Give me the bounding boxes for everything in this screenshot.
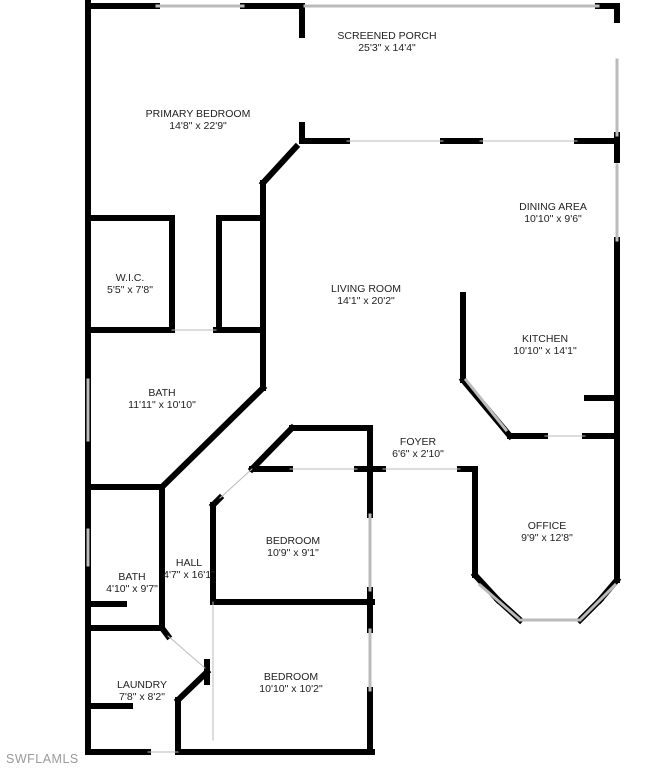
room-dimensions: 4'7" x 16'1" — [163, 569, 215, 581]
wall-segment — [157, 623, 173, 641]
room-name: BEDROOM — [263, 671, 319, 683]
wall-segment — [173, 667, 212, 705]
room-label-office: OFFICE 9'9" x 12'8" — [521, 520, 573, 544]
windows — [86, 4, 619, 692]
room-label-bedroom-2: BEDROOM 10'9" x 9'1" — [266, 535, 320, 559]
room-dimensions: 7'8" x 8'2" — [119, 691, 165, 703]
room-dimensions: 9'9" x 12'8" — [521, 532, 573, 544]
wall-segment — [208, 493, 225, 510]
room-label-dining-area: DINING AREA 10'10" x 9'6" — [519, 201, 587, 225]
room-dimensions: 6'6" x 2'10" — [392, 448, 444, 460]
door-opening — [167, 635, 206, 669]
room-label-screened-porch: SCREENED PORCH 25'3" x 14'4" — [337, 30, 436, 54]
room-dimensions: 5'5" x 7'8" — [107, 284, 153, 296]
room-dimensions: 10'10" x 14'1" — [513, 345, 577, 357]
room-name: SCREENED PORCH — [337, 30, 437, 42]
room-label-foyer: FOYER 6'6" x 2'10" — [392, 436, 444, 460]
room-name: OFFICE — [527, 520, 567, 532]
room-name: BATH — [148, 387, 176, 399]
room-name: KITCHEN — [521, 333, 569, 345]
wall-segment — [247, 423, 297, 474]
room-dimensions: 10'10" x 10'2" — [259, 683, 323, 695]
room-label-bath-primary: BATH 11'11" x 10'10" — [128, 387, 196, 411]
room-label-laundry: LAUNDRY 7'8" x 8'2" — [117, 679, 167, 703]
door-openings — [147, 140, 586, 753]
window — [477, 582, 521, 621]
window — [579, 582, 618, 621]
door-opening — [219, 468, 253, 499]
room-label-bath-2: BATH 4'10" x 9'7" — [106, 571, 158, 595]
room-name: BEDROOM — [265, 535, 321, 547]
room-dimensions: 14'8" x 22'9" — [169, 120, 227, 132]
watermark: SWFLAMLS — [6, 752, 79, 766]
room-label-wic: W.I.C. 5'5" x 7'8" — [107, 272, 153, 296]
room-dimensions: 4'10" x 9'7" — [106, 583, 158, 595]
room-name: HALL — [175, 557, 203, 569]
room-dimensions: 10'10" x 9'6" — [524, 213, 582, 225]
window — [463, 377, 509, 433]
room-name: LAUNDRY — [117, 679, 167, 691]
wall-segment — [258, 142, 301, 188]
room-name: PRIMARY BEDROOM — [145, 108, 251, 120]
room-dimensions: 11'11" x 10'10" — [128, 399, 196, 411]
room-name: W.I.C. — [115, 272, 145, 284]
room-name: FOYER — [399, 436, 437, 448]
room-name: LIVING ROOM — [330, 283, 402, 295]
room-dimensions: 10'9" x 9'1" — [267, 547, 319, 559]
room-name: DINING AREA — [519, 201, 587, 213]
room-name: BATH — [118, 571, 146, 583]
room-label-kitchen: KITCHEN 10'10" x 14'1" — [513, 333, 576, 357]
room-label-bedroom-3: BEDROOM 10'10" x 10'2" — [259, 671, 322, 695]
room-label-living-room: LIVING ROOM 14'1" x 20'2" — [331, 283, 401, 307]
room-label-hall: HALL 4'7" x 16'1" — [163, 557, 215, 581]
room-label-primary-bedroom: PRIMARY BEDROOM 14'8" x 22'9" — [146, 108, 251, 132]
wall-segment — [157, 383, 268, 492]
room-dimensions: 14'1" x 20'2" — [337, 295, 395, 307]
room-dimensions: 25'3" x 14'4" — [358, 42, 416, 54]
